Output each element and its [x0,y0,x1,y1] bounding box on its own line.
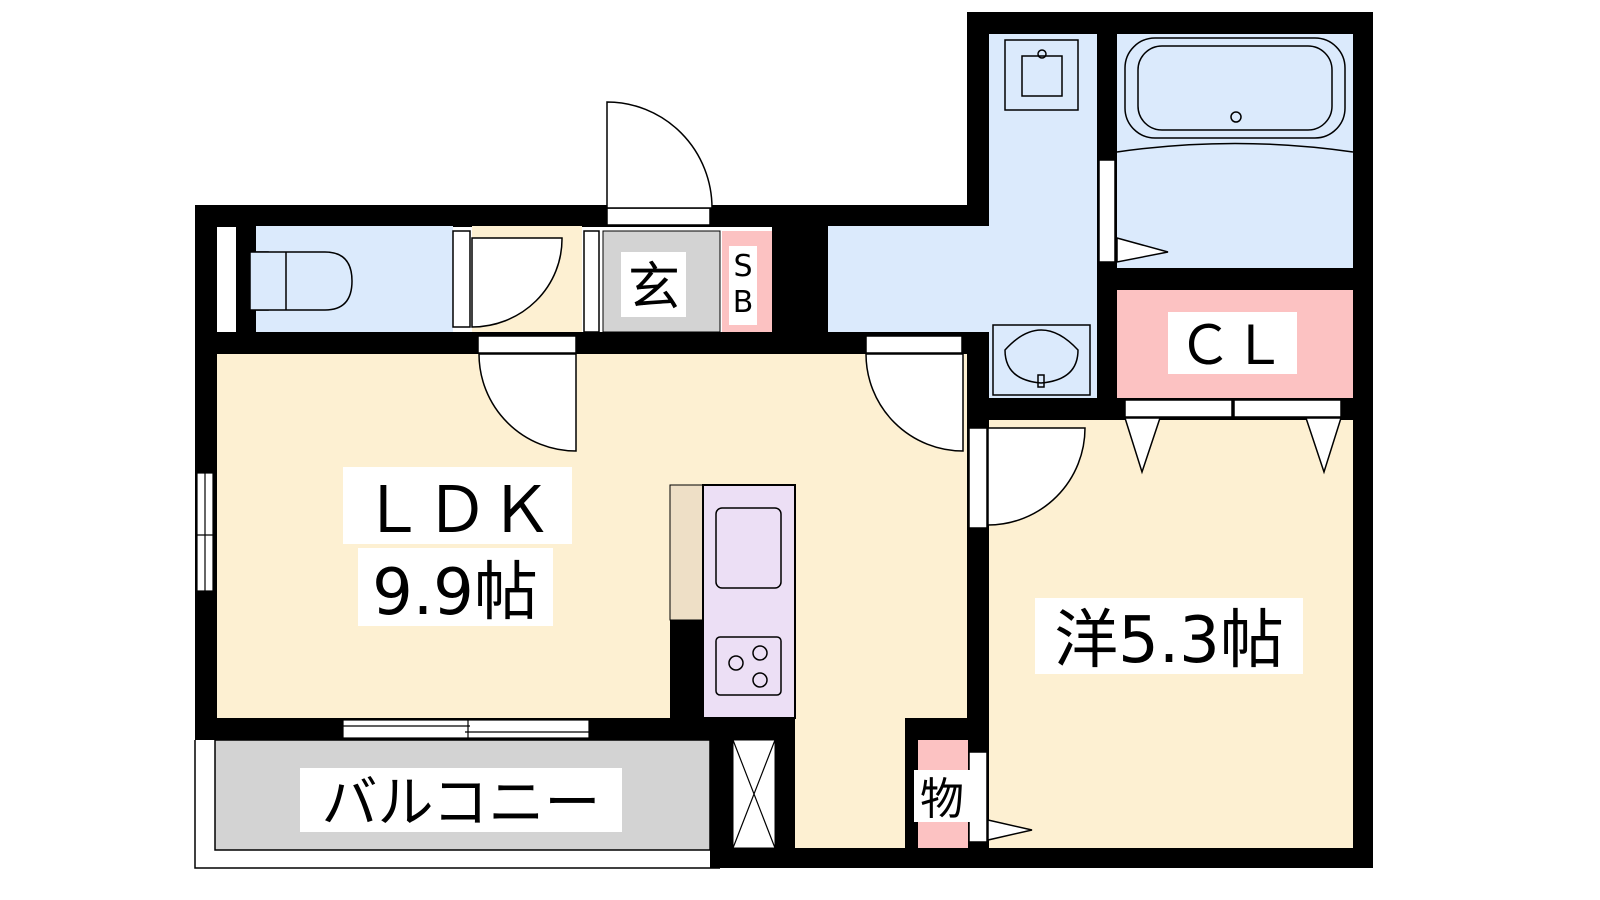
storage-label: 物 [914,770,970,825]
toilet-icon [249,251,353,311]
windows [196,472,590,739]
stove-icon [715,636,782,696]
balcony-rail [194,740,720,869]
balcony-label: バルコニー [300,768,622,836]
washbasin-icon [992,324,1091,396]
western-room-label: 洋5.3帖 [1035,598,1303,678]
ldk-name: ＬＤＫ [361,474,553,548]
entrance-name: 玄 [628,258,680,318]
closet-label: ＣＬ [1168,312,1297,377]
kitchen-counter [702,484,796,719]
washing-machine-icon [1004,39,1079,111]
bathroom [1117,34,1353,268]
sink-icon [715,507,782,589]
corridor [795,718,905,848]
western-room-name: 洋5.3帖 [1054,604,1284,678]
shoe-box-b: B [733,285,754,320]
kitchen-counter-side [669,484,704,621]
shoe-box-label: S B [729,246,757,325]
bathtub-icon [1116,37,1354,153]
ldk-label: ＬＤＫ 9.9帖 [343,467,572,630]
kitchen-wall [670,620,703,718]
balcony-name: バルコニー [322,771,601,836]
shoe-box-s: S [733,249,752,284]
doors [452,101,1343,843]
closet-name: ＣＬ [1178,314,1286,377]
entrance-label: 玄 [621,252,686,318]
ldk-room [217,354,967,718]
storage-name: 物 [920,774,964,825]
storage-closet-x [732,739,776,849]
washroom [828,34,1097,398]
ldk-size: 9.9帖 [372,556,538,630]
